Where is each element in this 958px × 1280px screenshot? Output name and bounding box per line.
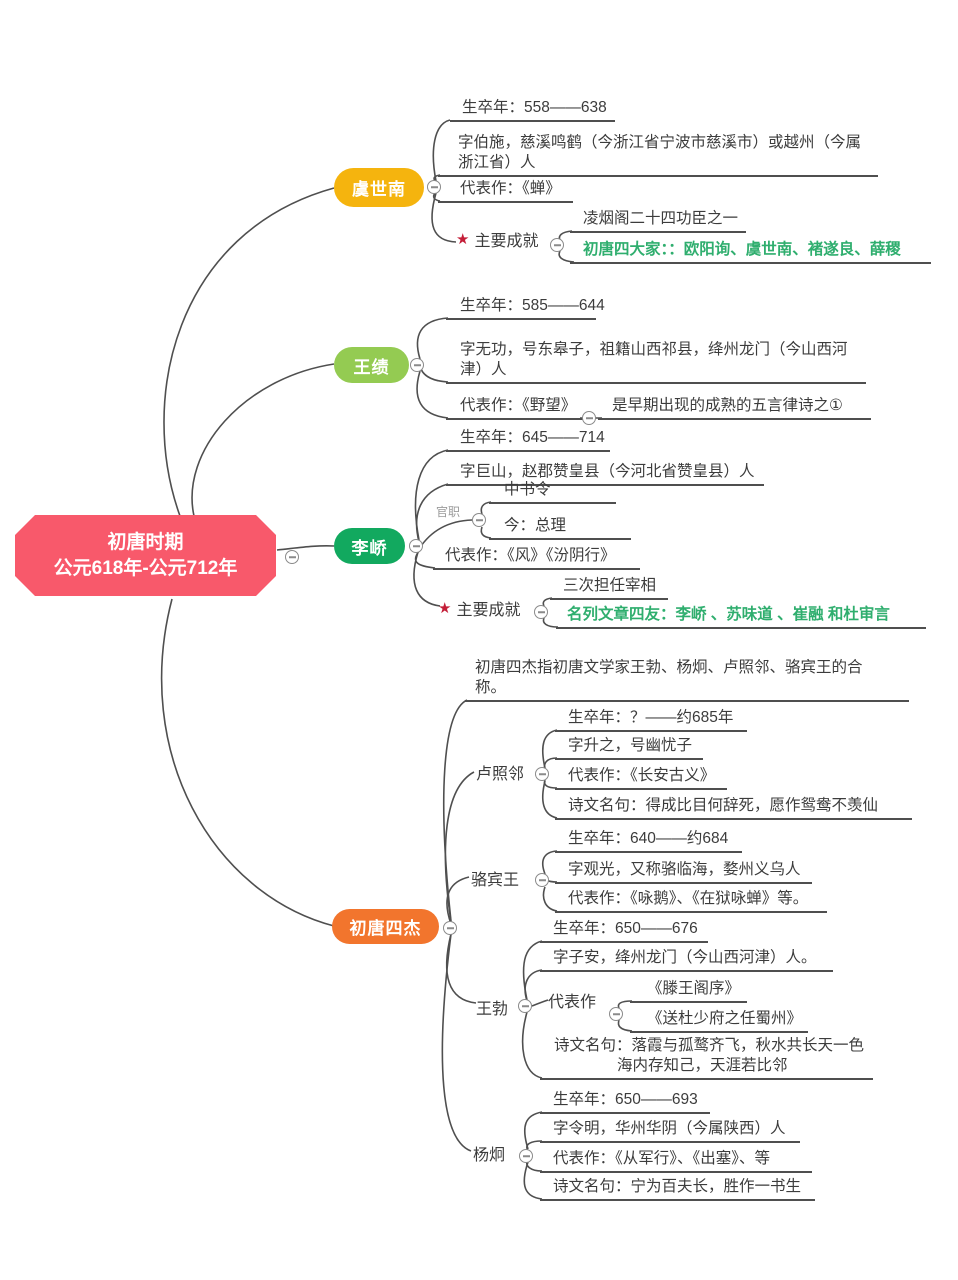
quote-line2: 海内存知己，天涯若比邻 <box>617 1057 788 1074</box>
central-topic-years: 公元618年-公元712年 <box>53 557 238 579</box>
topic-sijie-intro[interactable]: 初唐四杰指初唐文学家王勃、杨炯、卢照邻、骆宾王的合称。 <box>465 658 909 702</box>
quote-line1: 诗文名句：落霞与孤鹜齐飞，秋水共长天一色 <box>554 1037 865 1054</box>
topic-lu-birth[interactable]: 生卒年：？——约685年 <box>555 708 747 732</box>
branch-label: 虞世南 <box>352 180 406 199</box>
topic-li-office2[interactable]: 今：总理 <box>489 516 631 540</box>
topic-ya-quote[interactable]: 诗文名句：宁为百夫长，胜作一书生 <box>540 1177 815 1201</box>
topic-yu-ach1[interactable]: 凌烟阁二十四功臣之一 <box>570 209 746 233</box>
collapse-icon-root[interactable] <box>285 550 299 564</box>
topic-yu-birth[interactable]: 生卒年：558——638 <box>450 98 615 122</box>
topic-li-achievement[interactable]: ★ 主要成就 <box>438 596 520 620</box>
branch-node-sijie[interactable]: 初唐四杰 <box>332 909 439 944</box>
topic-luo-courtesy[interactable]: 字观光，又称骆临海，婺州义乌人 <box>555 860 812 884</box>
topic-wb-work1[interactable]: 《滕王阁序》 <box>630 979 747 1003</box>
topic-li-birth[interactable]: 生卒年：645——714 <box>446 428 610 452</box>
branch-node-liqiao[interactable]: 李峤 <box>334 528 405 564</box>
topic-wb-birth[interactable]: 生卒年：650——676 <box>540 919 708 943</box>
topic-luo-birth[interactable]: 生卒年：640——约684 <box>555 829 742 853</box>
lu-branch-curves <box>541 729 558 819</box>
collapse-icon-li-office[interactable] <box>472 513 486 527</box>
branch-node-wangji[interactable]: 王绩 <box>334 347 409 383</box>
topic-yu-courtesy[interactable]: 字伯施，慈溪鸣鹤（今浙江省宁波市慈溪市）或越州（今属浙江省）人 <box>438 133 878 177</box>
branch-label: 李峤 <box>351 538 388 558</box>
star-icon: ★ <box>456 230 470 248</box>
achievement-label: 主要成就 <box>474 233 539 250</box>
branch-label: 王绩 <box>353 357 390 377</box>
topic-wang-birth[interactable]: 生卒年：585——644 <box>446 296 605 320</box>
collapse-icon-yangjiong[interactable] <box>519 1149 533 1163</box>
topic-li-office1[interactable]: 中书令 <box>489 480 616 504</box>
topic-wb-work2[interactable]: 《送杜少府之任蜀州》 <box>630 1009 808 1033</box>
collapse-icon-wb-works[interactable] <box>609 1007 623 1021</box>
root-branch-curves <box>160 187 335 927</box>
topic-li-ach1[interactable]: 三次担任宰相 <box>550 576 668 600</box>
topic-lu-works[interactable]: 代表作：《长安古义》 <box>555 766 727 790</box>
topic-wang-courtesy[interactable]: 字无功，号东皋子，祖籍山西祁县，绛州龙门（今山西河津）人 <box>446 340 866 384</box>
sub-node-luzhaolin[interactable]: 卢照邻 <box>476 766 525 783</box>
topic-wb-quote[interactable]: 诗文名句：落霞与孤鹜齐飞，秋水共长天一色 海内存知己，天涯若比邻 <box>540 1036 873 1080</box>
topic-wb-courtesy[interactable]: 字子安，绛州龙门（今山西河津）人。 <box>540 948 833 972</box>
collapse-icon-luzhaolin[interactable] <box>535 767 549 781</box>
central-topic-title: 初唐时期 <box>107 531 184 553</box>
topic-li-works[interactable]: 代表作：《风》《汾阴行》 <box>433 546 640 570</box>
collapse-icon-liqiao[interactable] <box>409 539 423 553</box>
sub-node-wangbo[interactable]: 王勃 <box>476 1001 509 1018</box>
star-icon: ★ <box>438 599 452 617</box>
topic-ya-works[interactable]: 代表作：《从军行》、《出塞》、等 <box>540 1149 812 1173</box>
topic-lu-quote[interactable]: 诗文名句：得成比目何辞死，愿作鸳鸯不羡仙 <box>555 796 912 820</box>
topic-yu-achievement[interactable]: ★ 主要成就 <box>456 227 538 251</box>
collapse-icon-yu-achievement[interactable] <box>550 238 564 252</box>
branch-node-yushinan[interactable]: 虞世南 <box>334 168 424 207</box>
topic-wang-works[interactable]: 代表作：《野望》 <box>446 396 586 420</box>
collapse-icon-luobinwang[interactable] <box>535 873 549 887</box>
topic-wb-works-label[interactable]: 代表作 <box>548 994 597 1011</box>
central-topic[interactable]: 初唐时期 公元618年-公元712年 <box>15 515 276 596</box>
collapse-icon-wangji[interactable] <box>410 358 424 372</box>
topic-li-courtesy[interactable]: 字巨山，赵郡赞皇县（今河北省赞皇县）人 <box>446 462 764 486</box>
topic-li-office-label[interactable]: 官职 <box>436 505 461 519</box>
collapse-icon-sijie[interactable] <box>443 921 457 935</box>
branch-label: 初唐四杰 <box>349 919 422 938</box>
sub-node-luobinwang[interactable]: 骆宾王 <box>471 872 520 889</box>
topic-li-ach2[interactable]: 名列文章四友：李峤 、苏味道 、崔融 和杜审言 <box>556 605 926 629</box>
sub-node-yangjiong[interactable]: 杨炯 <box>473 1147 506 1164</box>
collapse-icon-li-achievement[interactable] <box>534 605 548 619</box>
topic-yu-works[interactable]: 代表作：《蝉》 <box>438 179 573 203</box>
topic-lu-courtesy[interactable]: 字升之，号幽忧子 <box>555 736 703 760</box>
achievement-label: 主要成就 <box>456 602 521 619</box>
collapse-icon-wangbo[interactable] <box>518 999 532 1013</box>
sijie-branch-curves <box>441 699 477 1152</box>
topic-ya-courtesy[interactable]: 字令明，华州华阴（今属陕西）人 <box>540 1119 800 1143</box>
collapse-icon-yushinan[interactable] <box>427 180 441 194</box>
topic-wang-works-note[interactable]: 是早期出现的成熟的五言律诗之① <box>598 396 871 420</box>
topic-luo-works[interactable]: 代表作：《咏鹅》、《在狱咏蝉》等。 <box>555 889 827 913</box>
topic-ya-birth[interactable]: 生卒年：650——693 <box>540 1090 710 1114</box>
topic-yu-ach2[interactable]: 初唐四大家：：欧阳询、虞世南、褚遂良、薛稷 <box>570 240 931 264</box>
collapse-icon-wang-works[interactable] <box>582 411 596 425</box>
